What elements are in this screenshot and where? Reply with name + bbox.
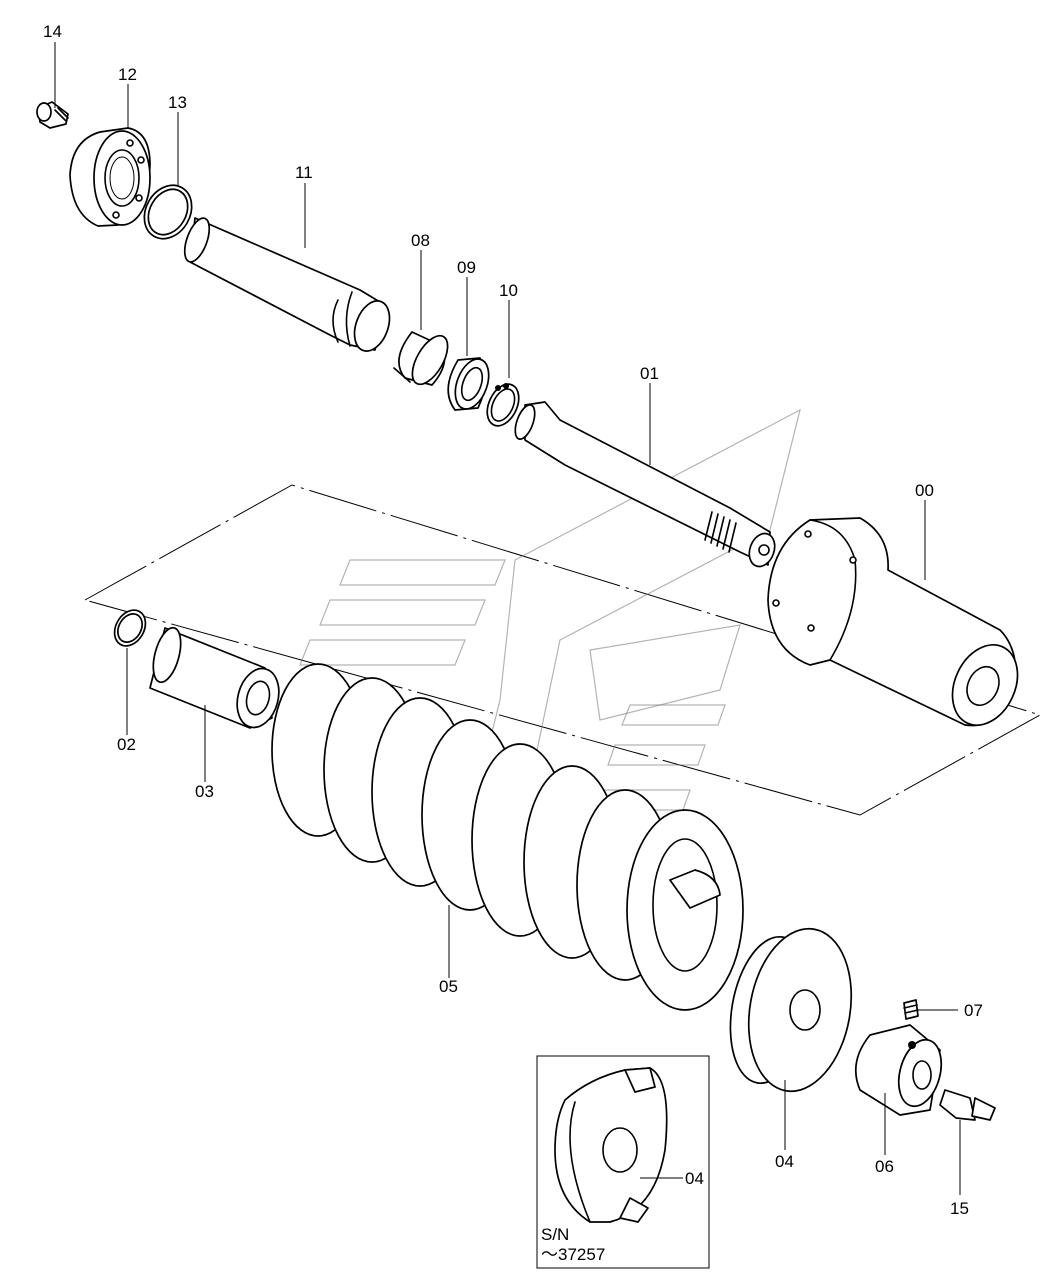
label-part-02: 02 (117, 735, 136, 754)
part-14-bolt (36, 101, 69, 129)
label-part-07: 07 (964, 1001, 983, 1020)
label-part-11: 11 (295, 163, 313, 182)
part-00-housing (767, 517, 1019, 727)
part-09-seal (447, 357, 490, 411)
part-03-spacer (149, 626, 280, 729)
label-part-06: 06 (875, 1157, 894, 1176)
label-part-04: 04 (775, 1152, 794, 1171)
inset-serial-prefix: S/N (541, 1225, 569, 1244)
part-05-spring (271, 663, 744, 1011)
label-part-10: 10 (499, 281, 518, 300)
inset-variant-box (536, 1055, 710, 1269)
label-part-12: 12 (118, 65, 137, 84)
label-part-09: 09 (457, 258, 476, 277)
part-10-snap-ring (486, 383, 520, 427)
part-01-rod (514, 401, 776, 568)
label-part-14: 14 (43, 22, 62, 41)
label-inset-part-04: 04 (685, 1169, 704, 1188)
part-04-seat (729, 927, 853, 1093)
part-02-o-ring (113, 609, 147, 647)
assembly-frame (84, 484, 1042, 816)
watermark-logo (299, 408, 801, 811)
inset-serial-range: ～37257 (541, 1245, 605, 1264)
label-part-03: 03 (195, 782, 214, 801)
callout-labels: 14 12 13 11 08 09 10 01 00 02 03 05 04 0… (43, 22, 983, 1264)
label-part-05: 05 (439, 977, 458, 996)
label-part-08: 08 (411, 231, 430, 250)
label-part-13: 13 (168, 93, 187, 112)
label-part-00: 00 (915, 481, 934, 500)
label-part-01: 01 (640, 364, 659, 383)
part-15-fitting (939, 1089, 996, 1121)
part-08-bushing (393, 331, 449, 386)
part-07-grease-nipple (903, 999, 919, 1020)
part-06-nut (854, 1024, 943, 1116)
label-part-15: 15 (950, 1199, 969, 1218)
part-11-cylinder (183, 217, 391, 352)
leader-lines (54, 42, 961, 1195)
part-12-flange (69, 127, 151, 227)
part-13-o-ring (143, 184, 193, 240)
